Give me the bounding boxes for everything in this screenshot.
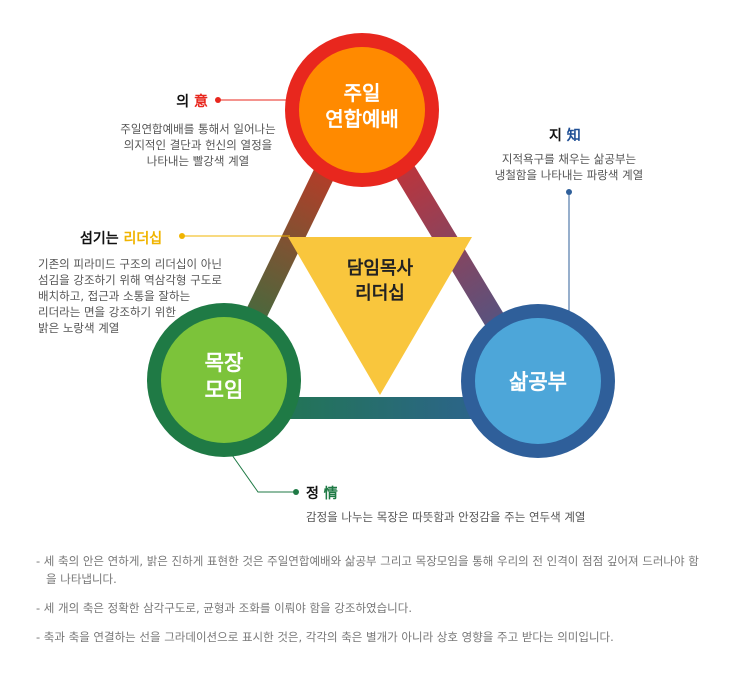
- label-will-title: 의 意: [100, 91, 208, 111]
- note-3: - 축과 축을 연결하는 선을 그라데이션으로 표시한 것은, 각각의 축은 별…: [36, 630, 614, 644]
- node-left-line2: 모임: [205, 378, 244, 402]
- note-1: - 세 축의 안은 연하게, 밝은 진하게 표현한 것은 주일연합예배와 삶공부…: [36, 554, 699, 586]
- node-left-inner: [161, 317, 287, 443]
- label-servant-desc-3: 배치하고, 접근과 소통을 잘하는: [38, 289, 191, 303]
- connector-emotion-dot: [293, 489, 299, 495]
- label-knowledge-word: 지: [549, 128, 562, 144]
- center-line2: 리더십: [355, 283, 405, 304]
- node-top-line1: 주일: [344, 81, 381, 105]
- label-will-desc: 주일연합예배를 통해서 일어나는 의지적인 결단과 헌신의 열정을 나타내는 빨…: [98, 121, 298, 169]
- label-knowledge-title: 지 知: [549, 125, 581, 145]
- label-knowledge-desc: 지적욕구를 채우는 삶공부는 냉철함을 나타내는 파랑색 계열: [484, 151, 654, 183]
- center-line1: 담임목사: [347, 258, 414, 279]
- label-servant-desc-5: 밝은 노랑색 계열: [38, 321, 120, 335]
- node-right-inner: [475, 318, 601, 444]
- node-top-inner: [299, 47, 425, 173]
- label-emotion-accent: 情: [323, 486, 338, 502]
- label-emotion-word: 정: [306, 486, 319, 502]
- node-left-line1: 목장: [205, 351, 244, 375]
- label-will-desc-3: 나타내는 빨강색 계열: [146, 154, 250, 168]
- label-knowledge: 지 知: [549, 125, 581, 145]
- label-servant-word: 섬기는: [80, 231, 119, 247]
- label-emotion-desc: 감정을 나누는 목장은 따뜻함과 안정감을 주는 연두색 계열: [306, 509, 586, 525]
- label-will-desc-2: 의지적인 결단과 헌신의 열정을: [123, 138, 273, 152]
- label-will-accent: 意: [194, 94, 208, 110]
- label-knowledge-desc-1: 지적욕구를 채우는 삶공부는: [501, 152, 637, 166]
- leadership-diagram: 담임목사 리더십 주일 연합예배 삶공부 목장 모임: [147, 33, 615, 495]
- label-servant-desc-4: 리더라는 면을 강조하기 위한: [38, 305, 176, 319]
- label-servant-desc-1: 기존의 피라미드 구조의 리더십이 아닌: [38, 257, 222, 271]
- node-right-line1: 삶공부: [509, 370, 567, 394]
- notes: - 세 축의 안은 연하게, 밝은 진하게 표현한 것은 주일연합예배와 삶공부…: [36, 552, 706, 657]
- connector-knowledge-dot: [566, 189, 572, 195]
- label-emotion-title: 정 情: [306, 483, 338, 503]
- label-servant-desc: 기존의 피라미드 구조의 리더십이 아닌 섬김을 강조하기 위해 역삼각형 구도…: [38, 256, 222, 336]
- note-2: - 세 개의 축은 정확한 삼각구도로, 균형과 조화를 이뤄야 함을 강조하였…: [36, 601, 412, 615]
- connector-will-dot: [215, 97, 221, 103]
- label-will: 의 意: [100, 91, 208, 111]
- label-will-word: 의: [176, 94, 190, 110]
- label-emotion-desc-1: 감정을 나누는 목장은 따뜻함과 안정감을 주는 연두색 계열: [306, 510, 586, 524]
- label-knowledge-desc-2: 냉철함을 나타내는 파랑색 계열: [494, 168, 644, 182]
- label-knowledge-accent: 知: [566, 128, 581, 144]
- label-servant-accent: 리더십: [123, 231, 163, 247]
- connector-servant-dot: [179, 233, 185, 239]
- label-servant: 섬기는 리더십: [80, 228, 162, 248]
- label-emotion: 정 情: [306, 483, 338, 503]
- node-top-line2: 연합예배: [325, 107, 399, 131]
- connector-emotion: [231, 454, 296, 493]
- label-servant-title: 섬기는 리더십: [80, 228, 162, 248]
- label-servant-desc-2: 섬김을 강조하기 위해 역삼각형 구도로: [38, 273, 222, 287]
- label-will-desc-1: 주일연합예배를 통해서 일어나는: [120, 122, 276, 136]
- center-triangle: [288, 237, 472, 395]
